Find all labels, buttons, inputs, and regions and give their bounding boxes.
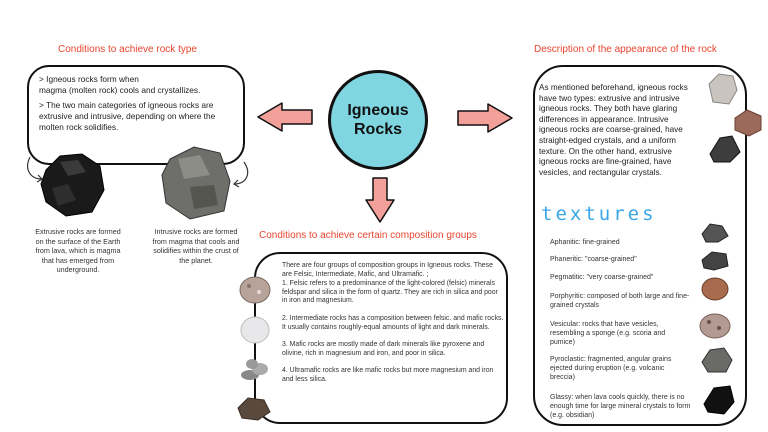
vesicular-rock-image bbox=[698, 312, 732, 340]
ultramafic-rock-image bbox=[234, 394, 272, 422]
texture-pyroclastic: Pyroclastic: fragmented, angular grains … bbox=[550, 355, 690, 382]
appearance-description: As mentioned beforehand, igneous rocks h… bbox=[539, 83, 699, 178]
texture-pegmatitic: Pegmatitic: "very coarse-grained" bbox=[550, 273, 690, 282]
phaneritic-rock-image bbox=[700, 248, 730, 272]
texture-phaneritic: Phaneritic: "coarse-grained" bbox=[550, 255, 690, 264]
rock-type-bullet-2: > The two main categories of igneous roc… bbox=[39, 100, 239, 133]
left-arrow-icon bbox=[258, 103, 312, 131]
mafic-rock-image bbox=[238, 355, 272, 383]
pegmatitic-rock-image bbox=[700, 276, 730, 302]
curl-arrow-right-icon bbox=[228, 160, 252, 190]
composition-felsic: 1. Felsic refers to a predominance of th… bbox=[282, 280, 504, 306]
glassy-rock-image bbox=[702, 384, 736, 416]
composition-ultramafic: 4. Ultramafic rocks are like mafic rocks… bbox=[282, 367, 504, 384]
curl-arrow-left-icon bbox=[24, 155, 48, 185]
right-arrow-icon bbox=[458, 104, 512, 132]
composition-groups-box: There are four groups of composition gro… bbox=[254, 252, 508, 424]
felsic-rock-image bbox=[238, 274, 272, 306]
rock-type-bullet-1b: magma (molten rock) cools and crystalliz… bbox=[39, 85, 239, 96]
desc-rock-image-3 bbox=[708, 134, 742, 164]
rock-type-bullet-1a: > Igneous rocks form when bbox=[39, 74, 239, 85]
extrusive-rock-image bbox=[38, 150, 108, 220]
texture-vesicular: Vesicular: rocks that have vesicles, res… bbox=[550, 320, 690, 347]
aphanitic-rock-image bbox=[700, 220, 730, 244]
desc-rock-image-1 bbox=[705, 72, 739, 106]
down-arrow-icon bbox=[366, 178, 394, 222]
intrusive-rock-image bbox=[160, 145, 234, 221]
pyroclastic-rock-image bbox=[700, 346, 734, 374]
composition-intro: There are four groups of composition gro… bbox=[282, 262, 504, 279]
texture-aphanitic: Aphanitic: fine-grained bbox=[550, 238, 690, 247]
composition-mafic: 3. Mafic rocks are mostly made of dark m… bbox=[282, 341, 504, 358]
texture-glassy: Glassy: when lava cools quickly, there i… bbox=[550, 393, 702, 420]
textures-heading: textures bbox=[541, 203, 657, 225]
composition-intermediate: 2. Intermediate rocks has a composition … bbox=[282, 315, 504, 332]
intermediate-rock-image bbox=[238, 314, 272, 346]
extrusive-caption: Extrusive rocks are formed on the surfac… bbox=[34, 227, 122, 275]
texture-porphyritic: Porphyritic: composed of both large and … bbox=[550, 292, 690, 310]
intrusive-caption: Intrusive rocks are formed from magma th… bbox=[152, 227, 240, 265]
